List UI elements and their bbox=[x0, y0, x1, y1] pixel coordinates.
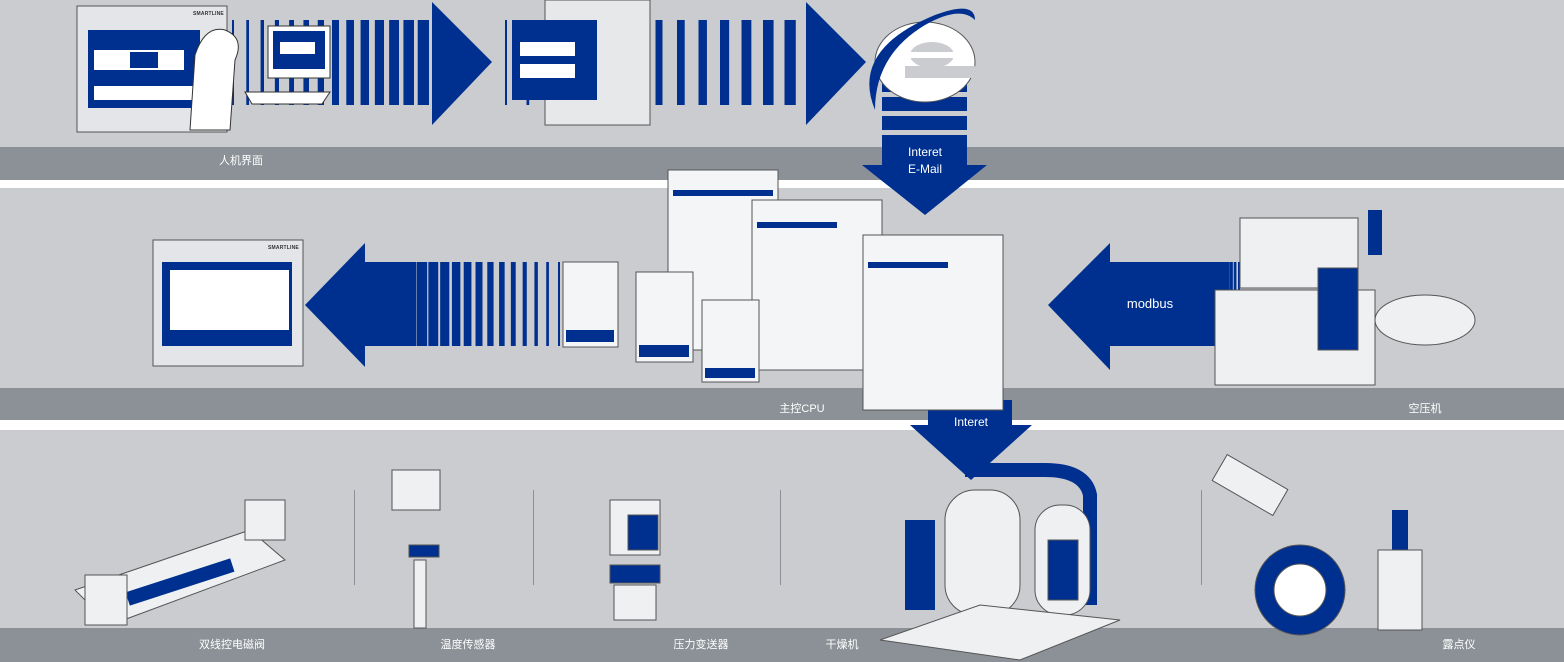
arrow-stripe bbox=[332, 20, 339, 105]
arrow-stripe bbox=[546, 262, 549, 346]
arrow-stripe bbox=[522, 262, 527, 346]
arrow-stripe bbox=[499, 262, 505, 346]
arrow-stripe bbox=[763, 20, 774, 105]
arrow-stripe bbox=[487, 262, 494, 346]
row-2-label-band bbox=[0, 388, 1564, 420]
arrow-stripe bbox=[451, 262, 461, 346]
dryer-illustration bbox=[879, 463, 1121, 661]
arrow-stripe bbox=[510, 262, 516, 346]
divider bbox=[533, 490, 534, 585]
divider bbox=[354, 490, 355, 585]
arrow-stripe bbox=[698, 20, 707, 105]
arrow-stripe bbox=[534, 262, 538, 346]
arrow-head-cpu-to-dryer bbox=[910, 425, 1032, 480]
arrow-stripe bbox=[404, 262, 417, 346]
email-text: E-Mail bbox=[907, 162, 942, 176]
arrow-stripe bbox=[463, 262, 472, 346]
device-label-dew-point-meter: 露点仪 bbox=[1442, 639, 1476, 651]
arrow-stripe bbox=[374, 20, 384, 105]
hmi-brand-label: SMARTLINE bbox=[193, 11, 224, 17]
cpu-label: 主控CPU bbox=[779, 403, 825, 415]
arrow-stripe bbox=[741, 20, 752, 105]
internet-email-arrow-label: Interet E-Mail bbox=[908, 144, 942, 178]
panel-brand-label: SMARTLINE bbox=[268, 245, 299, 251]
arrow-stripe bbox=[440, 262, 450, 346]
hmi-label: 人机界面 bbox=[219, 155, 263, 167]
arrow-head-hmi-to-controller bbox=[432, 2, 492, 125]
internet-text: Interet bbox=[907, 145, 943, 159]
arrow-head-cpu-to-panel bbox=[305, 243, 365, 367]
arrow-stripe bbox=[475, 262, 483, 346]
arrow-stripe bbox=[403, 20, 414, 105]
arrow-stripe bbox=[260, 20, 264, 105]
arrow-stripe bbox=[784, 20, 796, 105]
divider bbox=[1201, 490, 1202, 585]
device-label-temperature-sensor: 温度传感器 bbox=[440, 639, 496, 651]
arrow-shaft-modbus bbox=[1110, 262, 1190, 346]
arrow-stripe bbox=[389, 20, 399, 105]
controller-module-illustration bbox=[512, 0, 651, 126]
air-compressor-illustration bbox=[1214, 210, 1476, 386]
arrow-stripe bbox=[720, 20, 730, 105]
dew-point-meter-illustration bbox=[1211, 453, 1423, 636]
compressor-label: 空压机 bbox=[1408, 403, 1442, 415]
arrow-head-compressor-to-cpu bbox=[1048, 243, 1110, 370]
main-cpu-illustration bbox=[562, 169, 1004, 411]
arrow-stripe bbox=[246, 20, 249, 105]
arrow-stripe bbox=[1208, 262, 1215, 346]
arrow-stripe bbox=[417, 20, 429, 105]
solenoid-valve-illustration bbox=[74, 499, 286, 626]
arrow-stripe bbox=[655, 20, 663, 105]
device-label-dryer: 干燥机 bbox=[825, 639, 859, 651]
arrow-stripe bbox=[428, 262, 439, 346]
device-label-pressure-transmitter: 压力变送器 bbox=[673, 639, 729, 651]
arrow-stripe bbox=[505, 20, 507, 105]
row-1-label-band bbox=[0, 147, 1564, 180]
arrow-stripe bbox=[416, 262, 428, 346]
modbus-label: modbus bbox=[1126, 296, 1174, 311]
arrow-stripe bbox=[360, 20, 369, 105]
arrow-head-internet-down bbox=[862, 165, 987, 215]
temperature-sensor-illustration bbox=[391, 469, 441, 629]
divider bbox=[780, 490, 781, 585]
touch-panel-illustration bbox=[152, 239, 304, 367]
device-label-solenoid-valve: 双线控电磁阀 bbox=[199, 639, 265, 651]
internet-explorer-logo bbox=[869, 8, 976, 130]
internet-down-label: Interet bbox=[953, 415, 989, 429]
arrow-stripe bbox=[346, 20, 354, 105]
arrow-stripe bbox=[558, 262, 560, 346]
arrow-head-controller-to-internet bbox=[806, 2, 866, 125]
pressure-transmitter-illustration bbox=[609, 499, 661, 621]
arrow-stripe bbox=[677, 20, 685, 105]
hmi-workstation-illustration bbox=[76, 5, 331, 133]
arrow-shaft-internet-down bbox=[882, 135, 967, 167]
